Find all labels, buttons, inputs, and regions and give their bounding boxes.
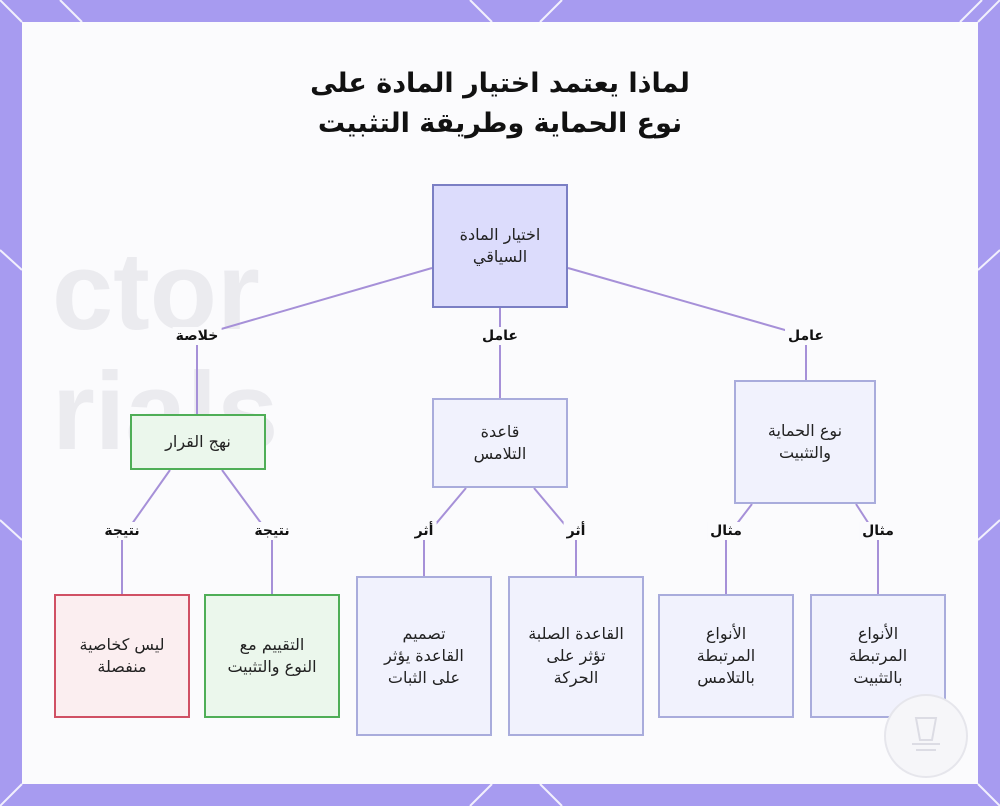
edge-protection-fixing [855,503,879,594]
edge-label-example-contact-types: مثال [707,522,745,540]
node-root: اختيار المادة السياقي [432,184,568,308]
node-contact: قاعدة التلامس [432,398,568,488]
title-line-2: نوع الحماية وطريقة التثبيت [317,108,683,139]
node-protection: نوع الحماية والتثبيت [734,380,876,504]
edge-label-effect-design: أثر [411,522,437,540]
edge-label-effect-solid: أثر [563,522,589,540]
edge-label-factor-contact: عامل [479,327,521,345]
edge-protection-contact-types [725,503,753,594]
node-contact-types: الأنواع المرتبطة بالتلامس [658,594,794,718]
title-line-1: لماذا يعتمد اختيار المادة على [310,68,690,99]
node-base-design: تصميم القاعدة يؤثر على الثبات [356,576,492,736]
page-title: لماذا يعتمد اختيار المادة على نوع الحماي… [0,64,1000,144]
logo-icon [912,717,940,751]
node-decision: نهج القرار [130,414,266,470]
edge-root-decision [196,267,433,414]
watermark-line-1: ctor [52,230,260,353]
edge-label-example-fixing: مثال [859,522,897,540]
node-solid-base: القاعدة الصلبة تؤثر على الحركة [508,576,644,736]
edge-root-protection [567,267,807,380]
node-not-separate: ليس كخاصية منفصلة [54,594,190,718]
edge-label-factor-protection: عامل [785,327,827,345]
edge-label-result-evaluate: نتيجة [251,522,293,540]
logo [884,694,968,778]
edge-label-result-separate: نتيجة [101,522,143,540]
node-evaluate: التقييم مع النوع والتثبيت [204,594,340,718]
edge-label-conclusion: خلاصة [172,327,222,345]
